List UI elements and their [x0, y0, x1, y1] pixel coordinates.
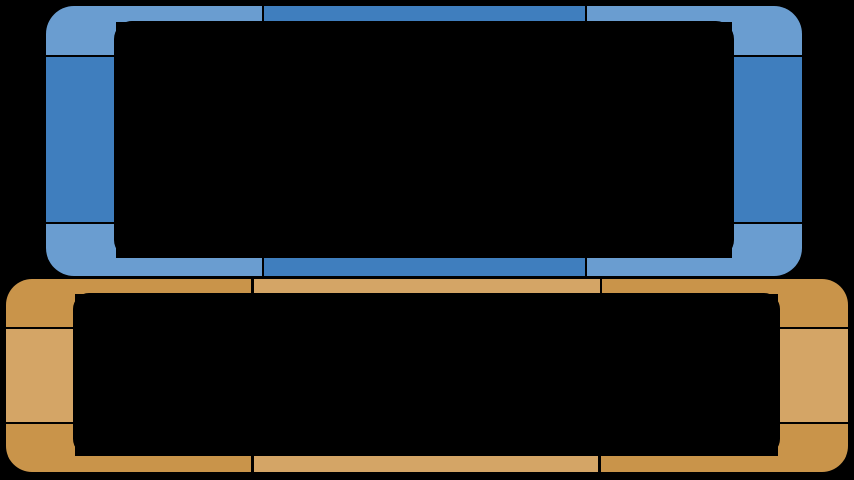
top-frame-top-left-segment [46, 6, 262, 22]
bottom-frame-bottom-right-segment [601, 456, 848, 472]
bottom-display-panel [73, 293, 780, 455]
bottom-frame-right-upper-segment [778, 294, 848, 327]
top-frame-bottom-right-segment [587, 258, 802, 276]
top-frame [46, 6, 802, 276]
top-frame-top-right-segment [587, 6, 802, 22]
top-frame-right-middle-segment [732, 57, 802, 222]
bottom-frame-top-left-segment [6, 279, 251, 294]
bottom-frame-right-lower-segment [778, 424, 848, 460]
bottom-frame-left-upper-segment [6, 294, 75, 327]
bottom-frame-left-middle-segment [6, 329, 75, 422]
top-frame-top-center-segment [264, 6, 585, 22]
bottom-frame-top-center-segment [254, 279, 600, 294]
bottom-frame [6, 279, 848, 472]
top-frame-left-lower-segment [46, 224, 116, 260]
bottom-frame-bottom-left-segment [6, 456, 251, 472]
bottom-frame-left-lower-segment [6, 424, 75, 460]
top-frame-right-upper-segment [732, 22, 802, 55]
bottom-frame-top-right-segment [602, 279, 848, 294]
top-frame-bottom-left-segment [46, 258, 262, 276]
bottom-frame-bottom-center-segment [254, 456, 598, 472]
top-frame-left-upper-segment [46, 22, 116, 55]
bottom-frame-right-middle-segment [778, 329, 848, 422]
top-frame-right-lower-segment [732, 224, 802, 260]
top-frame-left-middle-segment [46, 57, 116, 222]
top-display-panel [114, 21, 734, 258]
top-frame-bottom-center-segment [264, 258, 585, 276]
